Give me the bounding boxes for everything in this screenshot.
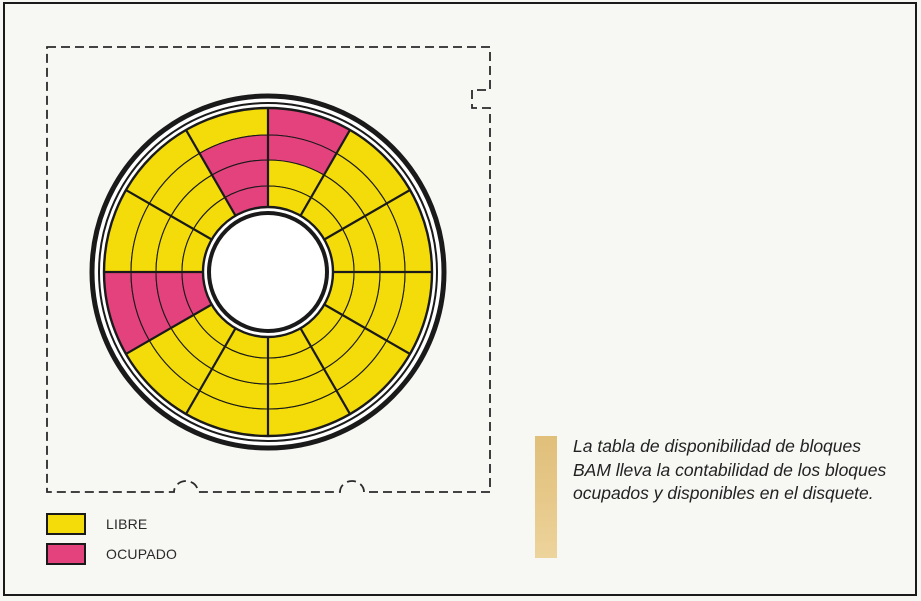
sector-divider [323,303,411,355]
legend-swatch-ocupado [46,543,86,565]
legend-label-ocupado: OCUPADO [106,546,178,562]
sector-divider [185,129,237,217]
sector-divider [323,189,411,241]
figure-caption: La tabla de disponibilidad de bloques BA… [573,436,887,503]
diskette-jacket-outline [46,46,491,493]
sector-divider [125,189,213,241]
sector-divider [299,129,351,217]
sector-divider [125,303,213,355]
legend-item-libre: LIBRE [46,513,147,535]
sector-divider [185,327,237,415]
caption-accent-bar [535,436,557,558]
legend-label-libre: LIBRE [106,516,148,532]
data-area-outer-edge [102,106,434,438]
legend-swatch-libre [46,513,86,535]
legend-item-ocupado: OCUPADO [46,543,177,565]
disk-platter [89,93,447,451]
sector-divider [299,327,351,415]
center-hole [216,220,320,324]
